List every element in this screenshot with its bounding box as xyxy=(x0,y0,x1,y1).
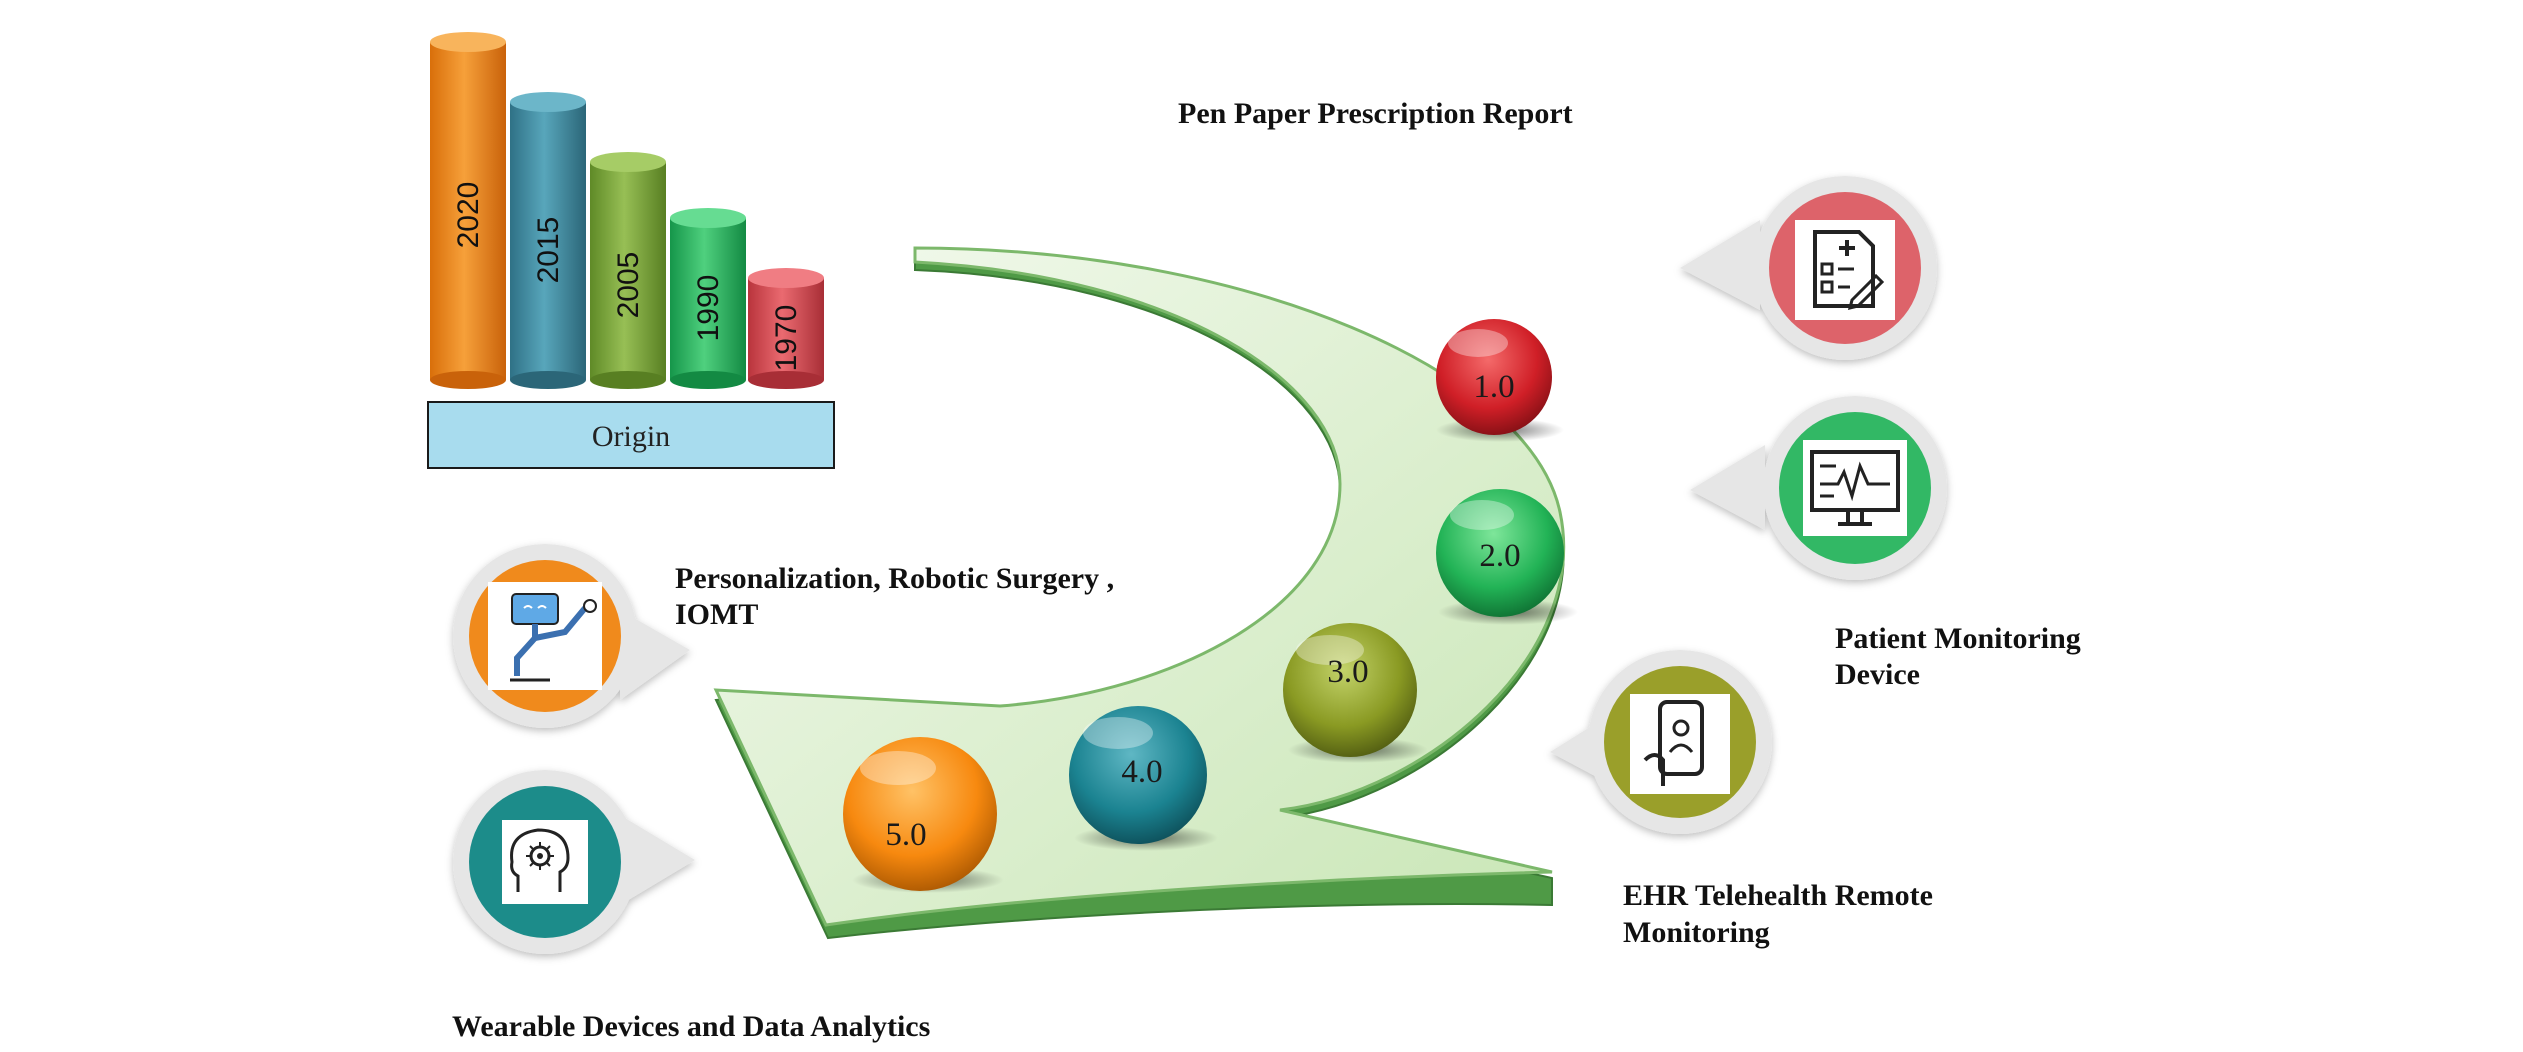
stage-ball-4: 4.0 xyxy=(1069,706,1218,851)
bubble-prescription xyxy=(1680,176,1937,360)
label-ehr-1: EHR Telehealth Remote xyxy=(1623,879,1933,912)
stage-ball-3: 3.0 xyxy=(1283,623,1428,763)
bubble-brain xyxy=(453,770,695,954)
year-cylinders: 2020 2015 2005 1990 1970 xyxy=(430,32,824,389)
brain-gear-icon xyxy=(502,820,588,904)
cylinder-2020: 2020 xyxy=(430,32,506,389)
bubble-robot xyxy=(453,544,690,728)
stage-ball-2: 2.0 xyxy=(1436,489,1578,625)
label-patient-monitoring-1: Patient Monitoring xyxy=(1835,622,2081,655)
stage-label-2: 2.0 xyxy=(1479,538,1520,574)
cylinder-1970: 1970 xyxy=(748,268,824,389)
label-personalization-1: Personalization, Robotic Surgery , xyxy=(675,562,1114,595)
label-wearable: Wearable Devices and Data Analytics xyxy=(452,1010,930,1043)
cylinder-1990: 1990 xyxy=(670,208,746,389)
bubble-patient-monitor xyxy=(1690,396,1947,580)
cylinder-2015: 2015 xyxy=(510,92,586,389)
year-label-1970: 1970 xyxy=(770,305,803,372)
patient-monitor-icon xyxy=(1803,440,1907,536)
smartphone-health-icon xyxy=(1630,694,1730,794)
stage-label-4: 4.0 xyxy=(1121,754,1162,790)
robot-arm-icon xyxy=(488,582,602,690)
stage-label-3: 3.0 xyxy=(1327,654,1368,690)
stage-ball-5: 5.0 xyxy=(843,737,1004,893)
origin-box: Origin xyxy=(427,401,835,469)
stage-label-5: 5.0 xyxy=(885,817,926,853)
label-patient-monitoring-2: Device xyxy=(1835,658,1920,691)
origin-label: Origin xyxy=(592,420,670,453)
cylinder-2005: 2005 xyxy=(590,152,666,389)
stage-label-1: 1.0 xyxy=(1473,369,1514,405)
prescription-report-icon xyxy=(1795,220,1895,320)
year-label-1990: 1990 xyxy=(692,275,725,342)
stage-ball-1: 1.0 xyxy=(1436,319,1564,442)
year-label-2015: 2015 xyxy=(532,217,565,284)
stage-spheres: 1.0 2.0 3.0 4.0 5.0 xyxy=(843,319,1578,893)
label-personalization-2: IOMT xyxy=(675,598,758,631)
year-label-2005: 2005 xyxy=(612,252,645,319)
label-ehr-2: Monitoring xyxy=(1623,916,1770,949)
year-label-2020: 2020 xyxy=(452,182,485,249)
label-pen-paper: Pen Paper Prescription Report xyxy=(1178,97,1573,130)
bubble-smartphone xyxy=(1550,650,1772,834)
